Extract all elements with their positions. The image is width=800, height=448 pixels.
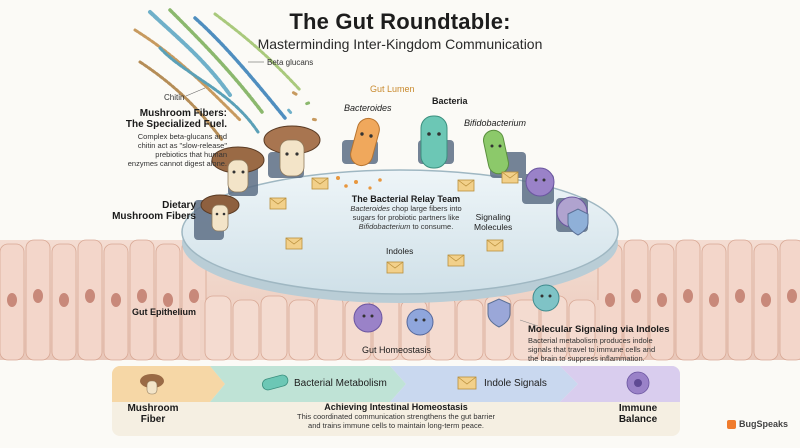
relay-team-heading: The Bacterial Relay Team <box>351 194 461 204</box>
mushroom-icon <box>200 125 321 232</box>
food-crumbs <box>336 176 382 190</box>
flow-mushroom-icon <box>140 374 164 395</box>
relay-body-part-3: Bifidobacterium <box>358 222 411 231</box>
flow-end-immune-balance: Immune Balance <box>618 403 658 425</box>
flow-footer: Achieving Intestinal Homeostasis This co… <box>212 402 580 430</box>
label-dietary-fibers: Dietary Mushroom Fibers <box>112 200 196 222</box>
mushroom-fibers-box: Mushroom Fibers: The Specialized Fuel. C… <box>102 108 227 168</box>
brand-mark-icon <box>726 419 736 429</box>
brand-logo: BugSpeaks <box>726 419 788 429</box>
label-bacteria: Bacteria <box>432 96 468 106</box>
mushroom-fibers-body: Complex beta-glucans and chitin act as "… <box>127 132 227 168</box>
relay-body-part-2: chop large fibers into sugars for probio… <box>352 204 462 222</box>
label-gut-epithelium: Gut Epithelium <box>132 307 196 317</box>
homeostasis-flow-bar: Bacterial Metabolism Indole Signals Achi… <box>112 366 680 436</box>
flow-footer-body: This coordinated communication strengthe… <box>296 412 496 430</box>
envelope-icon <box>269 171 519 274</box>
flow-stage-indole-signals: Indole Signals <box>484 378 547 389</box>
flow-envelope-icon <box>457 376 477 390</box>
signaling-body: Bacterial metabolism produces indole sig… <box>528 336 656 363</box>
page-subtitle: Masterminding Inter-Kingdom Communicatio… <box>257 36 543 52</box>
label-beta-glucans: Beta glucans <box>267 58 314 67</box>
flow-start-mushroom-fiber: Mushroom Fiber <box>127 403 179 425</box>
fiber-strands <box>133 8 302 142</box>
relay-team-body: Bacteroides chop large fibers into sugar… <box>333 204 479 231</box>
flow-immune-cell-icon <box>626 371 650 395</box>
label-chitin: Chitin <box>164 93 185 102</box>
brand-name: BugSpeaks <box>738 419 788 429</box>
bacterium-icon <box>350 115 509 175</box>
flow-bacterium-icon <box>261 374 289 391</box>
page-title: The Gut Roundtable: <box>289 9 511 34</box>
mushroom-fibers-heading: Mushroom Fibers: The Specialized Fuel. <box>125 108 227 130</box>
flow-footer-heading: Achieving Intestinal Homeostasis <box>324 402 468 412</box>
signaling-leader <box>519 319 539 327</box>
chitin-leader <box>185 87 206 97</box>
label-gut-homeostasis: Gut Homeostasis <box>362 345 432 355</box>
label-indoles: Indoles <box>386 246 414 256</box>
label-bifidobacterium: Bifidobacterium <box>464 118 527 128</box>
flow-bar-shapes <box>112 366 680 436</box>
relay-body-part-1: Bacteroides <box>350 204 390 213</box>
shield-icon <box>487 208 589 328</box>
label-signaling-molecules: Signaling Molecules <box>474 212 513 232</box>
roundtable <box>181 169 619 303</box>
relay-body-part-4: to consume. <box>410 222 454 231</box>
label-bacteroides: Bacteroides <box>344 103 392 113</box>
relay-team-box: The Bacterial Relay Team Bacteroides cho… <box>333 194 479 231</box>
immune-cell-icon <box>353 167 588 336</box>
signaling-box: Molecular Signaling via Indoles Bacteria… <box>528 324 698 363</box>
signaling-heading: Molecular Signaling via Indoles <box>528 324 670 335</box>
flow-stage-bacterial-metabolism: Bacterial Metabolism <box>294 378 387 389</box>
label-gut-lumen: Gut Lumen <box>370 84 415 94</box>
